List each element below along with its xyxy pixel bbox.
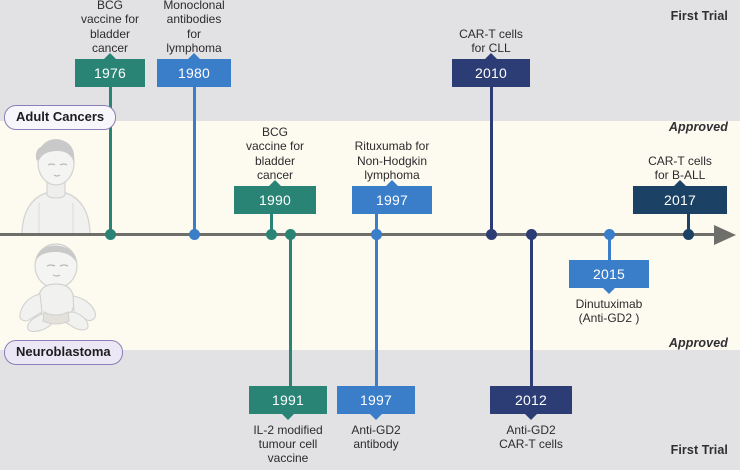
timeline-arrow-icon: [714, 225, 736, 245]
event-caption: BCG vaccine for bladder cancer: [245, 125, 305, 182]
label-first-trial-top: First Trial: [670, 9, 728, 23]
event-caption: CAR-T cells for CLL: [459, 26, 523, 55]
event-caption: Anti-GD2 antibody: [351, 423, 401, 452]
event-caption: Anti-GD2 CAR-T cells: [499, 423, 563, 452]
label-first-trial-bottom: First Trial: [670, 443, 728, 457]
event-connector-stem: [192, 87, 196, 234]
timeline-dot-1980[interactable]: [188, 229, 200, 240]
event-year-badge[interactable]: 1997: [337, 386, 415, 420]
event-connector-stem: [607, 234, 611, 260]
event-connector-stem: [374, 214, 378, 234]
event-year-badge[interactable]: 1997: [352, 180, 432, 214]
event-year-label: 1980: [178, 65, 210, 82]
label-approved-bottom: Approved: [668, 336, 728, 350]
event-year-badge[interactable]: 1980: [157, 53, 231, 88]
event-year-label: 2012: [515, 392, 547, 408]
timeline-dot-2012[interactable]: [525, 229, 537, 240]
event-caption: BCG vaccine for bladder cancer: [80, 0, 140, 55]
event-year-badge[interactable]: 1990: [234, 180, 316, 214]
event-connector-stem: [686, 214, 690, 234]
event-year-label: 2015: [593, 266, 625, 282]
timeline-dot-1990[interactable]: [265, 229, 277, 240]
event-mab-1980[interactable]: Monoclonal antibodies for lymphoma 1980: [157, 0, 231, 88]
event-cart-ball-2017[interactable]: CAR-T cells for B-ALL 2017: [633, 154, 727, 214]
event-caption: CAR-T cells for B-ALL: [648, 153, 712, 182]
event-year-label: 1997: [376, 192, 408, 208]
event-connector-stem: [374, 234, 378, 386]
event-caption: Rituxumab for Non-Hodgkin lymphoma: [354, 139, 430, 182]
event-year-badge[interactable]: 2010: [452, 53, 530, 87]
event-caption: Monoclonal antibodies for lymphoma: [163, 0, 225, 55]
event-caption: Dinutuximab (Anti-GD2 ): [575, 297, 643, 326]
event-year-label: 1991: [272, 392, 304, 408]
event-rituximab-1997[interactable]: Rituxumab for Non-Hodgkin lymphoma 1997: [352, 139, 432, 214]
event-year-badge[interactable]: 2012: [490, 386, 572, 420]
event-bcg-1976[interactable]: BCG vaccine for bladder cancer 1976: [75, 0, 145, 88]
event-year-badge[interactable]: 2015: [569, 260, 649, 294]
event-year-label: 2010: [475, 65, 507, 81]
event-caption: IL-2 modified tumour cell vaccine: [253, 423, 323, 466]
adult-person-illustration: [14, 133, 98, 240]
timeline-dot-1991[interactable]: [284, 229, 296, 240]
event-connector-stem: [288, 234, 292, 386]
baby-person-illustration: [16, 242, 102, 339]
badge-adult-cancers[interactable]: Adult Cancers: [4, 105, 117, 130]
event-bcg-1990[interactable]: BCG vaccine for bladder cancer 1990: [234, 125, 316, 214]
timeline-dot-2015[interactable]: [603, 229, 615, 240]
timeline-dot-1976[interactable]: [104, 229, 116, 240]
timeline-dot-2017[interactable]: [682, 229, 694, 240]
event-year-label: 1990: [259, 192, 291, 208]
timeline-dot-1997[interactable]: [370, 229, 382, 240]
timeline-axis: [0, 233, 718, 236]
event-year-label: 1976: [94, 65, 126, 82]
event-connector-stem: [269, 214, 273, 234]
event-connector-stem: [489, 87, 493, 234]
event-year-badge[interactable]: 2017: [633, 180, 727, 214]
event-year-label: 1997: [360, 392, 392, 408]
timeline-dot-2010[interactable]: [485, 229, 497, 240]
event-cart-cll-2010[interactable]: CAR-T cells for CLL 2010: [452, 27, 530, 87]
badge-neuroblastoma[interactable]: Neuroblastoma: [4, 340, 123, 365]
label-approved-top: Approved: [668, 120, 728, 134]
event-year-label: 2017: [664, 192, 696, 208]
event-year-badge[interactable]: 1976: [75, 53, 145, 88]
event-connector-stem: [529, 234, 533, 386]
event-year-badge[interactable]: 1991: [249, 386, 327, 420]
event-connector-stem: [108, 87, 112, 234]
